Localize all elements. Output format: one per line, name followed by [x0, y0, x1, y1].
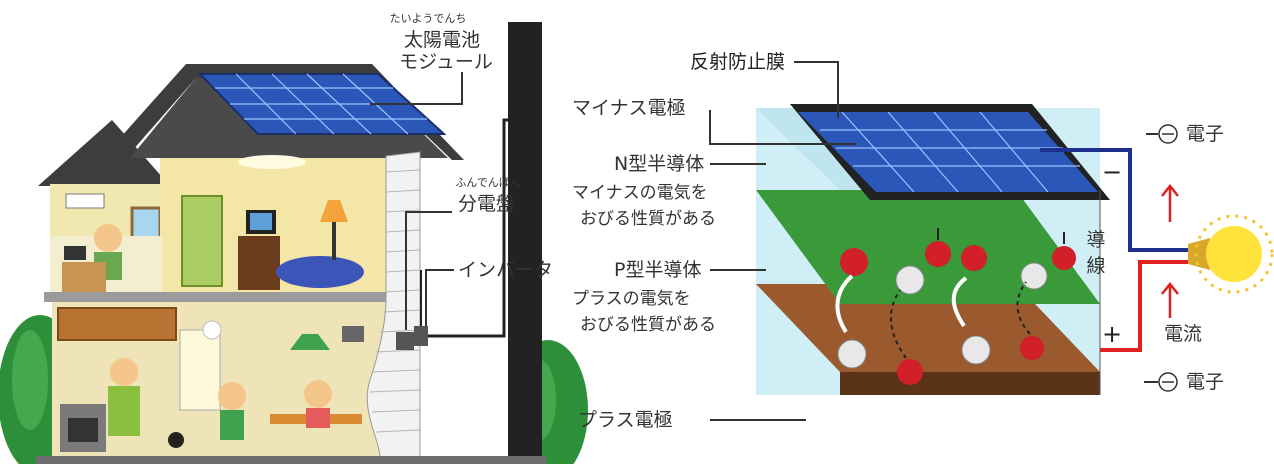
module-ruby: たいようでんち: [390, 12, 467, 25]
girl-body: [306, 408, 330, 428]
n-type-desc1: マイナスの電気を: [572, 183, 708, 203]
motion-arrows: [835, 274, 968, 334]
electron-5: [897, 359, 923, 385]
n-type-title: N型半導体: [614, 153, 704, 175]
child-body: [220, 410, 244, 440]
electron-6: [1020, 336, 1044, 360]
module-label-line2: モジュール: [399, 51, 493, 73]
house-illustration: たいようでんち 太陽電池 モジュール ふんでんばん 分電盤 インバータ: [0, 12, 588, 464]
minus-sign: −: [1102, 158, 1122, 186]
plus-sign: +: [1102, 320, 1122, 348]
anti-reflection-leader: [794, 61, 839, 118]
plus-electrode-label: プラス電極: [578, 409, 673, 431]
p-type-title: P型半導体: [614, 259, 701, 281]
wire-minus: [1040, 148, 1190, 252]
lamp-shade: [320, 200, 348, 222]
n-type-desc2: おびる性質がある: [580, 209, 716, 229]
inverter-box: [414, 326, 428, 346]
floor-divider: [44, 292, 386, 302]
ceiling-light: [238, 155, 306, 169]
stove-window: [68, 418, 98, 442]
house-cable: [428, 118, 514, 338]
minus-electrode-leader: [709, 110, 856, 145]
minus-electrode-label: マイナス電極: [572, 97, 686, 119]
solar-cell-diagram: 反射防止膜 マイナス電極 N型半導体 マイナスの電気を おびる性質がある P型半…: [572, 51, 1274, 431]
main-roof: [86, 64, 464, 176]
tree-left-light: [12, 330, 48, 430]
laptop: [64, 246, 86, 260]
bed: [276, 256, 364, 288]
hole-4: [961, 335, 991, 365]
electron-4: [1052, 246, 1076, 270]
distribution-box: [396, 332, 414, 350]
inverter-leader: [425, 269, 454, 326]
lamp-stand: [332, 220, 336, 260]
current-arrows: [1161, 183, 1179, 318]
door-green: [181, 195, 223, 287]
inverter-label: インバータ: [458, 259, 553, 281]
wire-label-1: 導: [1086, 229, 1105, 251]
desk: [62, 262, 106, 292]
utility-pole: [508, 22, 542, 462]
pendant-lamp-left: [202, 320, 222, 340]
panel-ruby: ふんでんばん: [455, 176, 520, 189]
electron-top-icon: [1158, 124, 1178, 144]
light-bulb: [1188, 214, 1274, 294]
module-label-line1: 太陽電池: [404, 29, 480, 51]
mother-head: [110, 358, 138, 386]
hole-2: [1020, 262, 1048, 290]
cat: [168, 432, 184, 448]
motion-arrows-dashed: [889, 281, 1031, 359]
electron-top-label: 電子: [1186, 123, 1224, 145]
panel-label: 分電盤: [458, 193, 515, 215]
boy-head: [94, 224, 122, 252]
hole-3: [837, 339, 867, 369]
panel-leader: [405, 211, 452, 330]
up-arrows: [937, 228, 1065, 244]
switch-panel: [342, 326, 364, 342]
current-label: 電流: [1164, 323, 1202, 345]
electrons: [840, 241, 1076, 385]
hole-1: [895, 265, 925, 295]
wire-label-2: 線: [1086, 255, 1105, 277]
electron-bottom-label: 電子: [1186, 371, 1224, 393]
cell-top-panel: [790, 104, 1110, 200]
child-head: [218, 382, 246, 410]
tv-screen: [250, 213, 272, 230]
p-type-desc2: おびる性質がある: [580, 315, 716, 335]
ground: [36, 456, 546, 464]
mother-body: [108, 386, 140, 436]
plus-electrode-front: [840, 372, 1100, 395]
kitchen-cabinets: [57, 307, 177, 341]
air-conditioner: [65, 193, 105, 209]
dresser: [238, 236, 280, 290]
electron-1: [840, 248, 868, 276]
p-type-desc1: プラスの電気を: [572, 289, 691, 309]
holes: [837, 262, 1048, 369]
side-roof: [38, 120, 170, 186]
module-leader: [370, 72, 463, 105]
electron-bottom-icon: [1158, 372, 1178, 392]
fridge: [179, 329, 221, 411]
pendant-lamp-right: [290, 334, 330, 350]
anti-reflection-label: 反射防止膜: [690, 51, 785, 73]
electron-2: [925, 241, 951, 267]
wire-plus: [1100, 260, 1190, 352]
girl-head: [304, 380, 332, 408]
electron-3: [961, 245, 987, 271]
